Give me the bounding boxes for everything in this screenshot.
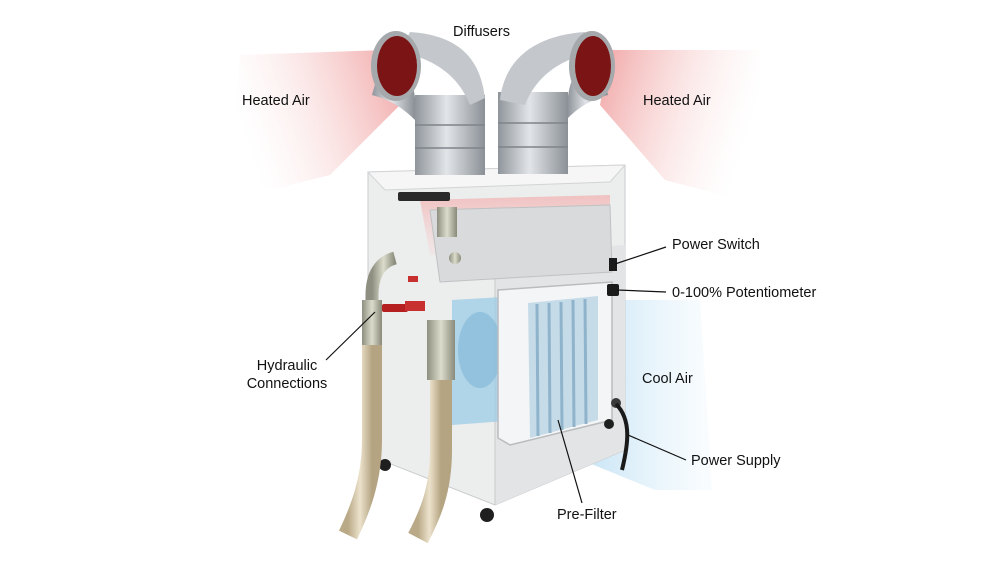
leader-power-switch bbox=[614, 246, 667, 265]
hydraulic-label-line2: Connections bbox=[246, 376, 328, 392]
cabinet-handle bbox=[398, 192, 450, 201]
hydraulic-label-line1: Hydraulic bbox=[256, 358, 318, 374]
power-supply-label: Power Supply bbox=[691, 453, 781, 469]
power-supply-cable bbox=[611, 398, 630, 471]
heated-air-right-label: Heated Air bbox=[643, 93, 711, 109]
leader-pre-filter bbox=[557, 419, 583, 504]
potentiometer-knob[interactable] bbox=[607, 284, 619, 296]
diffuser-left bbox=[371, 31, 485, 175]
power-switch[interactable] bbox=[609, 258, 617, 271]
leader-hydraulic bbox=[325, 311, 376, 361]
pre-filter-label: Pre-Filter bbox=[557, 507, 617, 523]
heated-air-plume-right bbox=[600, 50, 760, 205]
potentiometer-label: 0-100% Potentiometer bbox=[672, 285, 817, 301]
heated-air-left-label: Heated Air bbox=[242, 93, 310, 109]
power-switch-label: Power Switch bbox=[672, 237, 760, 253]
diffuser-right bbox=[498, 31, 615, 174]
leader-power-supply bbox=[627, 434, 687, 461]
leader-potentiometer bbox=[616, 289, 667, 293]
caster-wheels bbox=[379, 419, 614, 522]
diffusers-label: Diffusers bbox=[453, 24, 510, 40]
leader-lines bbox=[325, 246, 687, 504]
heated-air-plume-left bbox=[230, 50, 400, 200]
pre-filter bbox=[497, 281, 613, 446]
hydraulic-connections-label: Hydraulic Connections bbox=[237, 357, 337, 393]
cool-air-label: Cool Air bbox=[642, 371, 693, 387]
hydraulic-connections bbox=[338, 207, 461, 544]
